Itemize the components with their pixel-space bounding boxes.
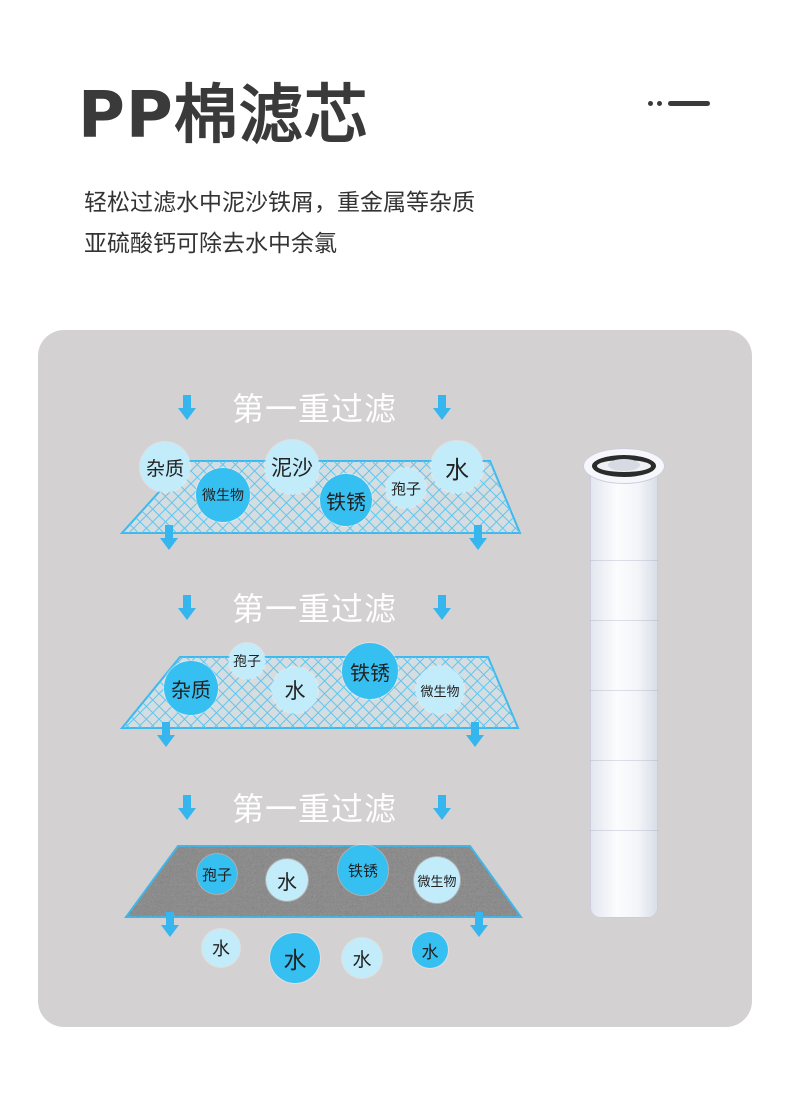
particle: 铁锈 [338, 845, 388, 895]
cartridge-band [590, 830, 658, 831]
layer-1-title: 第一重过滤 [232, 390, 398, 428]
particle: 孢子 [386, 468, 426, 508]
arrow-down-icon [178, 795, 196, 821]
particle: 孢子 [197, 854, 237, 894]
subtitle-line: 亚硫酸钙可除去水中余氯 [84, 231, 337, 257]
particle: 水 [431, 441, 483, 493]
arrow-down-icon [433, 795, 451, 821]
arrow-down-icon [466, 722, 484, 748]
arrow-down-icon [469, 525, 487, 551]
layer-3-title: 第一重过滤 [232, 790, 398, 828]
particle: 微生物 [416, 666, 464, 714]
particle: 铁锈 [342, 643, 398, 699]
decor-dot [648, 101, 653, 106]
particle: 微生物 [414, 857, 460, 903]
arrow-down-icon [470, 912, 488, 938]
cartridge-opening [608, 459, 640, 471]
water-drop: 水 [412, 932, 448, 968]
page-title: PP棉滤芯 [78, 79, 369, 153]
arrow-down-icon [157, 722, 175, 748]
particle: 杂质 [140, 442, 190, 492]
arrow-down-icon [433, 595, 451, 621]
water-drop: 水 [342, 938, 382, 978]
particle: 孢子 [229, 643, 265, 679]
arrow-down-icon [178, 395, 196, 421]
cartridge-band [590, 760, 658, 761]
particle: 泥沙 [265, 440, 319, 494]
water-drop: 水 [202, 929, 240, 967]
layer-2-title: 第一重过滤 [232, 590, 398, 628]
arrow-down-icon [160, 525, 178, 551]
cartridge-band [590, 690, 658, 691]
decor-dot [657, 101, 662, 106]
particle: 杂质 [164, 661, 218, 715]
arrow-down-icon [161, 912, 179, 938]
particle: 水 [266, 859, 308, 901]
arrow-down-icon [433, 395, 451, 421]
water-drop: 水 [270, 933, 320, 983]
particle: 铁锈 [320, 474, 372, 526]
arrow-down-icon [178, 595, 196, 621]
filter-cartridge-image [590, 470, 658, 918]
subtitle-line: 轻松过滤水中泥沙铁屑，重金属等杂质 [84, 190, 475, 216]
cartridge-band [590, 560, 658, 561]
particle: 水 [272, 667, 318, 713]
cartridge-band [590, 620, 658, 621]
particle: 微生物 [196, 468, 250, 522]
decor-line [668, 101, 710, 106]
